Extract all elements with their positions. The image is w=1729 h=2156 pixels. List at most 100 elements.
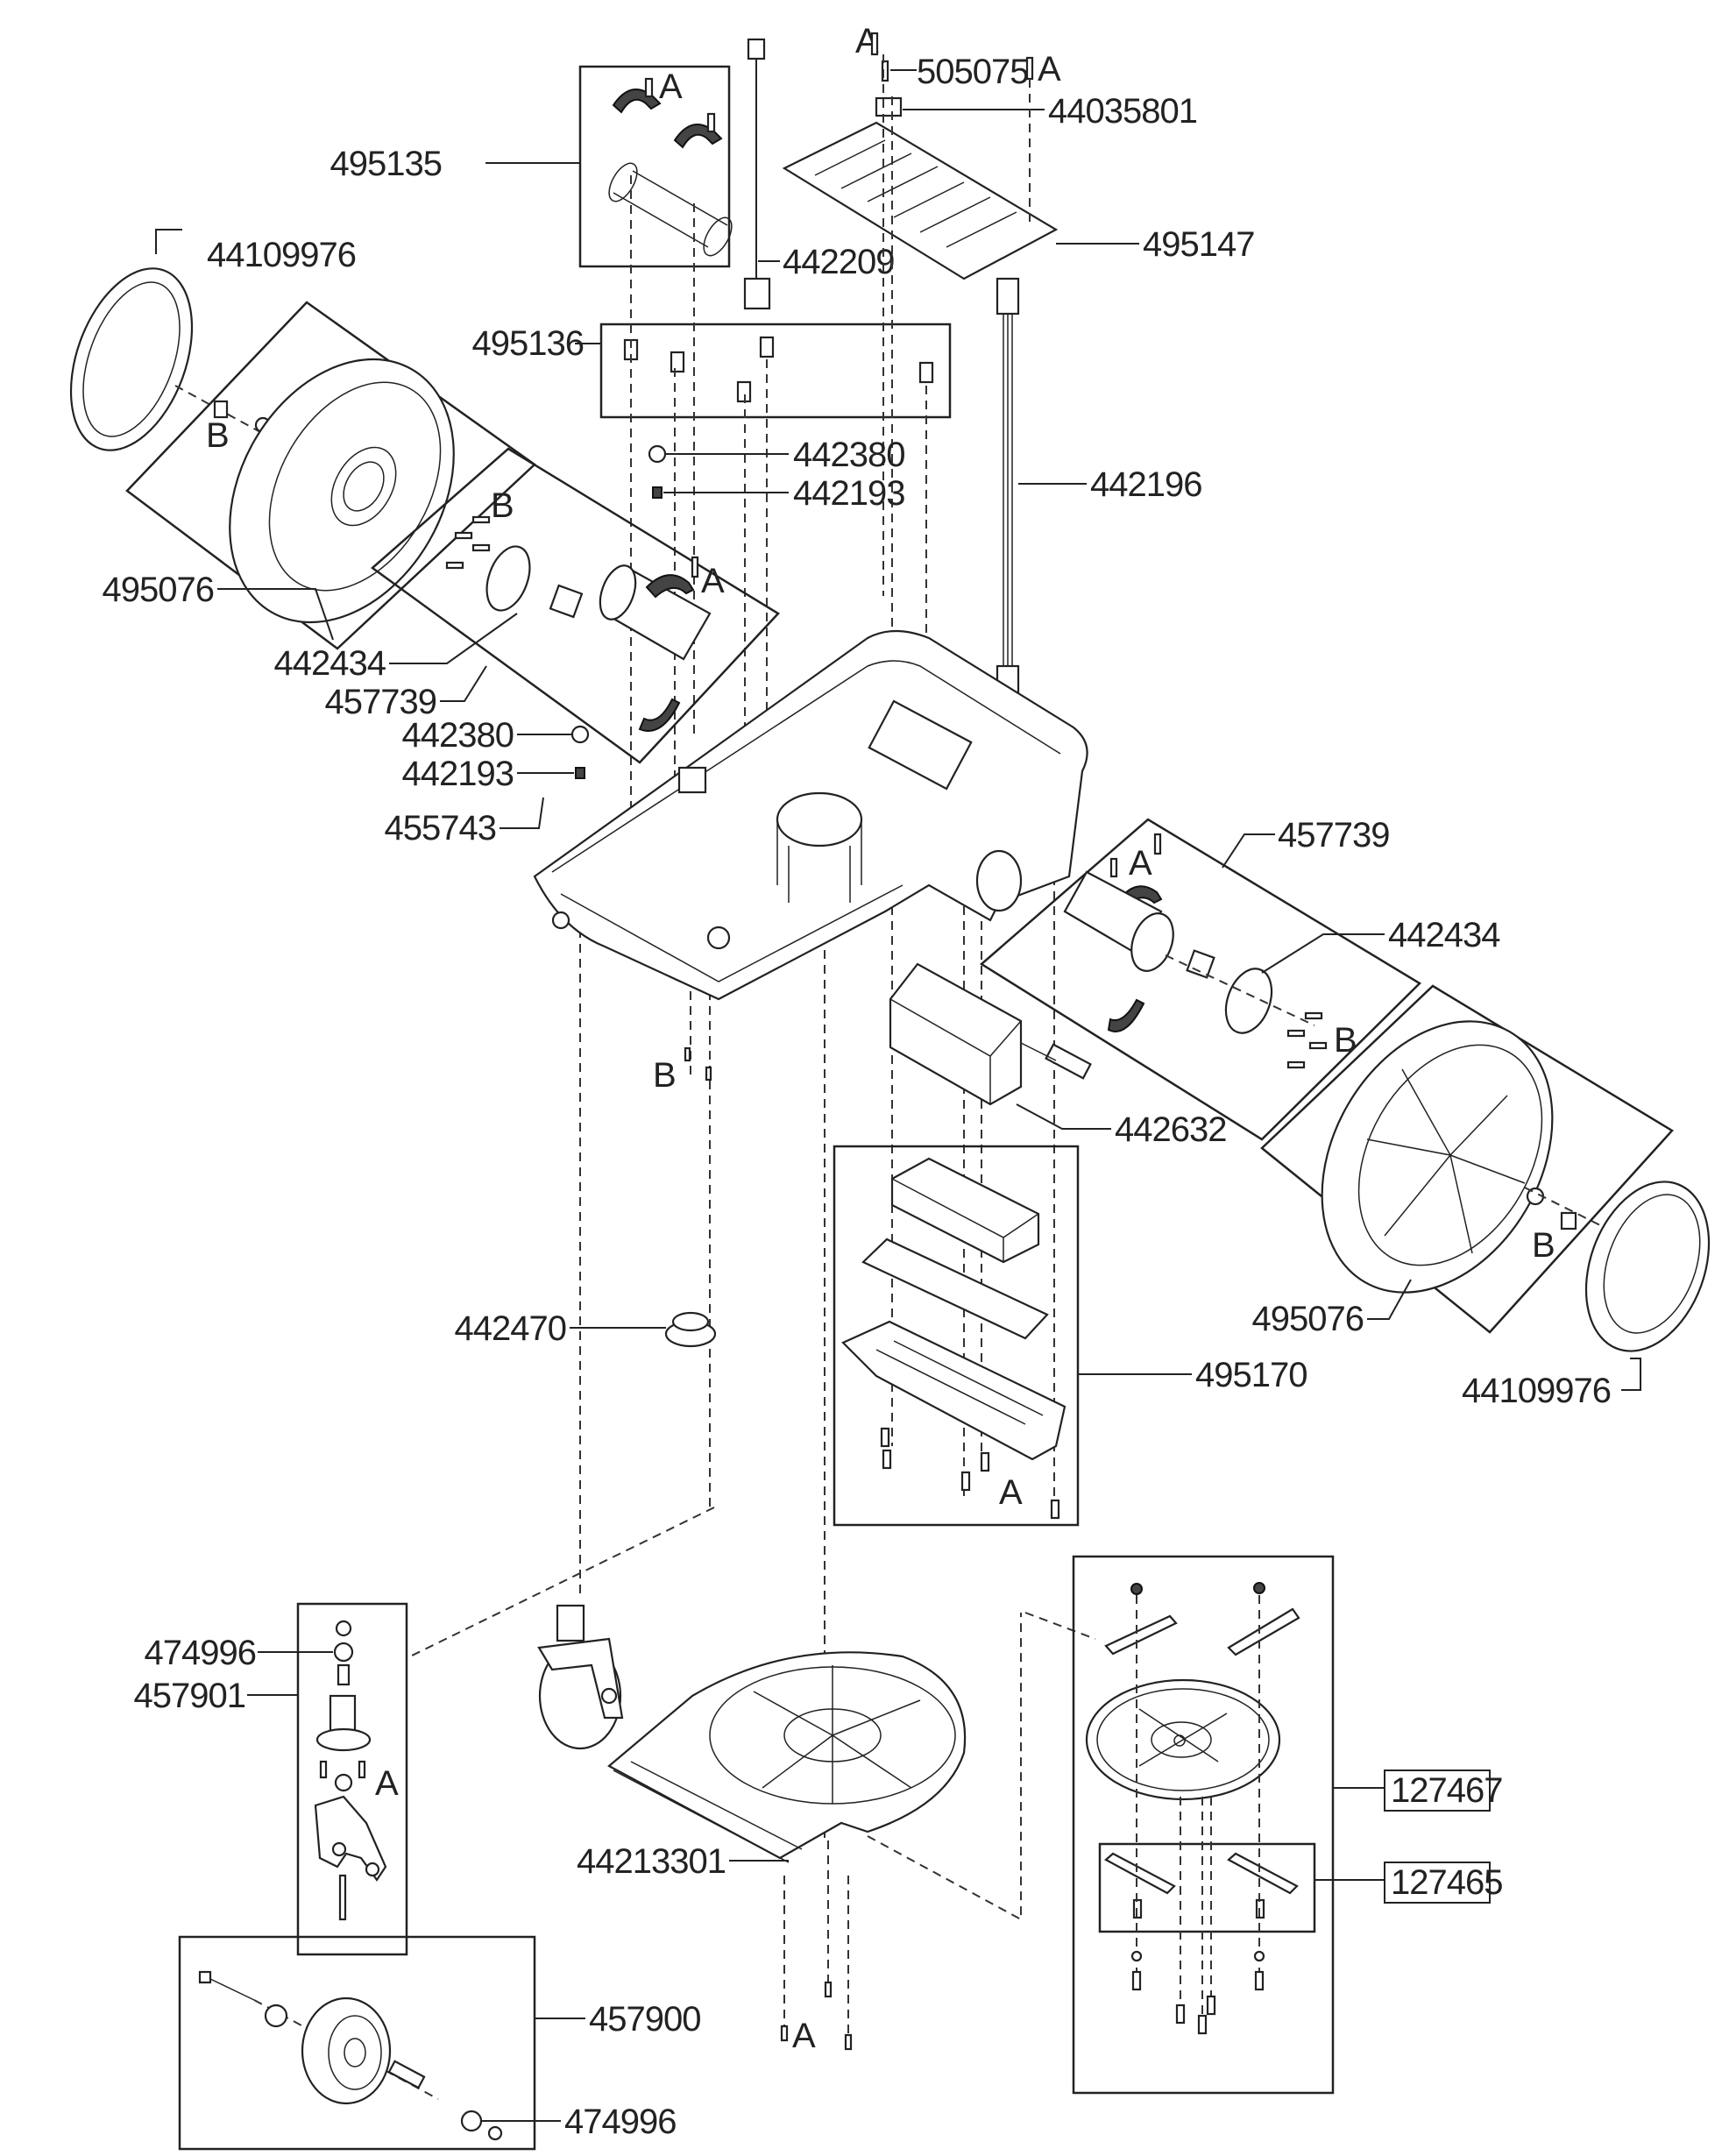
ref-letter-b: B [206,416,230,455]
screw-icon [780,2025,789,2042]
screw-icon [644,77,654,98]
label-474996-bottom[interactable]: 474996 [564,2103,677,2141]
leader-495076-left [217,588,334,641]
label-474996-top[interactable]: 474996 [145,1634,257,1672]
caster-fork-icon [537,1637,624,1720]
gasket-icon [485,545,531,612]
front-bracket-group: 474996 457901 A [134,1602,408,1956]
screw-icon [1050,1499,1060,1520]
label-495076-right[interactable]: 495076 [1252,1300,1364,1338]
axle-spacer-icon [387,2060,426,2089]
screw-icon [980,1451,990,1472]
label-442209[interactable]: 442209 [783,243,895,281]
skid-plate-icon [607,1651,967,1860]
ref-letter-b: B [1532,1226,1555,1265]
label-442434-left[interactable]: 442434 [274,644,387,683]
label-44109976-left[interactable]: 44109976 [207,236,357,274]
blade-icon [1104,1614,1178,1656]
screw-icon [1286,1060,1306,1069]
label-127467[interactable]: 127467 [1391,1771,1503,1810]
tag-127465 [1384,1862,1491,1904]
screw-icon [471,515,491,524]
clip-icon [575,767,585,779]
screw-icon [1175,2004,1186,2025]
label-495136[interactable]: 495136 [472,324,585,363]
top-cap-clip-group: 442380 442193 [648,436,905,513]
screw-icon [1025,56,1034,81]
ref-letter-a: A [1038,50,1061,89]
cap-icon [648,444,667,464]
leader-442434-right [1261,933,1385,974]
label-495135[interactable]: 495135 [330,145,443,183]
chassis-group [533,629,1088,1001]
label-505075[interactable]: 505075 [917,53,1029,91]
blade-disc-box [1072,1555,1335,2095]
label-457739-right[interactable]: 457739 [1278,816,1390,855]
label-442434-right[interactable]: 442434 [1388,916,1501,954]
battery-group: 442632 [889,962,1227,1149]
label-44035801[interactable]: 44035801 [1048,92,1198,131]
right-motor-group: 457739 A 442434 B [979,816,1501,1141]
connector-icon [677,766,707,794]
screw-icon [1109,857,1118,878]
label-44109976-right[interactable]: 44109976 [1462,1372,1612,1410]
caster-wheel-group [537,1604,624,1750]
gasket-icon [1224,968,1273,1034]
cap-icon [570,725,590,744]
label-457901[interactable]: 457901 [134,1677,246,1715]
hub-nut-icon [549,584,584,619]
sensor-icon [759,336,775,358]
label-442470[interactable]: 442470 [455,1309,567,1348]
label-442193-mid[interactable]: 442193 [402,755,514,793]
ref-letter-b: B [1334,1021,1357,1060]
cylinder-icon [608,162,733,257]
bearing-icon [334,1773,353,1792]
label-442380-top[interactable]: 442380 [793,436,905,474]
label-127465[interactable]: 127465 [1391,1863,1503,1902]
label-457900[interactable]: 457900 [589,2000,701,2039]
screw-icon [705,1066,712,1082]
drive-wheel-icon [229,358,455,624]
label-455743[interactable]: 455743 [385,809,497,848]
label-442632[interactable]: 442632 [1115,1110,1227,1149]
nut-icon [1253,1582,1265,1594]
screw-icon [870,32,879,56]
drive-motor-box-right [979,818,1422,1141]
leader-455743 [500,797,544,829]
sensor-icon [670,351,685,373]
leader-495076-right [1367,1279,1412,1320]
hub-nut-icon [1186,949,1215,979]
clamp-icon [1107,998,1145,1032]
wire-harness-icon [1003,314,1013,675]
washer-icon [1253,1950,1265,1962]
nut-icon [335,1620,352,1637]
screw-icon [1131,1970,1142,1991]
label-44213301[interactable]: 44213301 [577,1842,726,1881]
bolt-icon [338,1874,347,1921]
ref-letter-a: A [792,2017,816,2055]
ref-letter-a: A [659,67,683,106]
wheel-hub-mount-icon [975,849,1023,912]
screw-icon [1254,1970,1265,1991]
battery-icon [889,962,1023,1106]
label-442196[interactable]: 442196 [1090,465,1202,504]
screw-icon [471,543,491,552]
label-495076-left[interactable]: 495076 [103,571,215,609]
blade-disc-group: 127467 127465 [1072,1555,1503,2095]
motor-clamp-kit-box [578,65,731,268]
label-442193-top[interactable]: 442193 [793,474,905,513]
label-495170[interactable]: 495170 [1195,1356,1307,1394]
leader-442632 [1016,1103,1111,1130]
leader-457739-right [1222,833,1275,869]
grommet-group: 442470 [455,1309,717,1348]
sensor-kit-box [599,323,952,419]
mount-flange-icon [315,1727,372,1752]
front-wheel-box [178,1935,536,2151]
label-495147[interactable]: 495147 [1143,225,1255,264]
chassis-center-ring-icon [776,791,863,848]
label-457739-left[interactable]: 457739 [325,683,437,721]
bearing-icon [460,2110,483,2132]
sensor-kit-group: 495136 [472,323,952,419]
label-442380-mid[interactable]: 442380 [402,716,514,755]
front-wheel-icon [301,1996,392,2105]
